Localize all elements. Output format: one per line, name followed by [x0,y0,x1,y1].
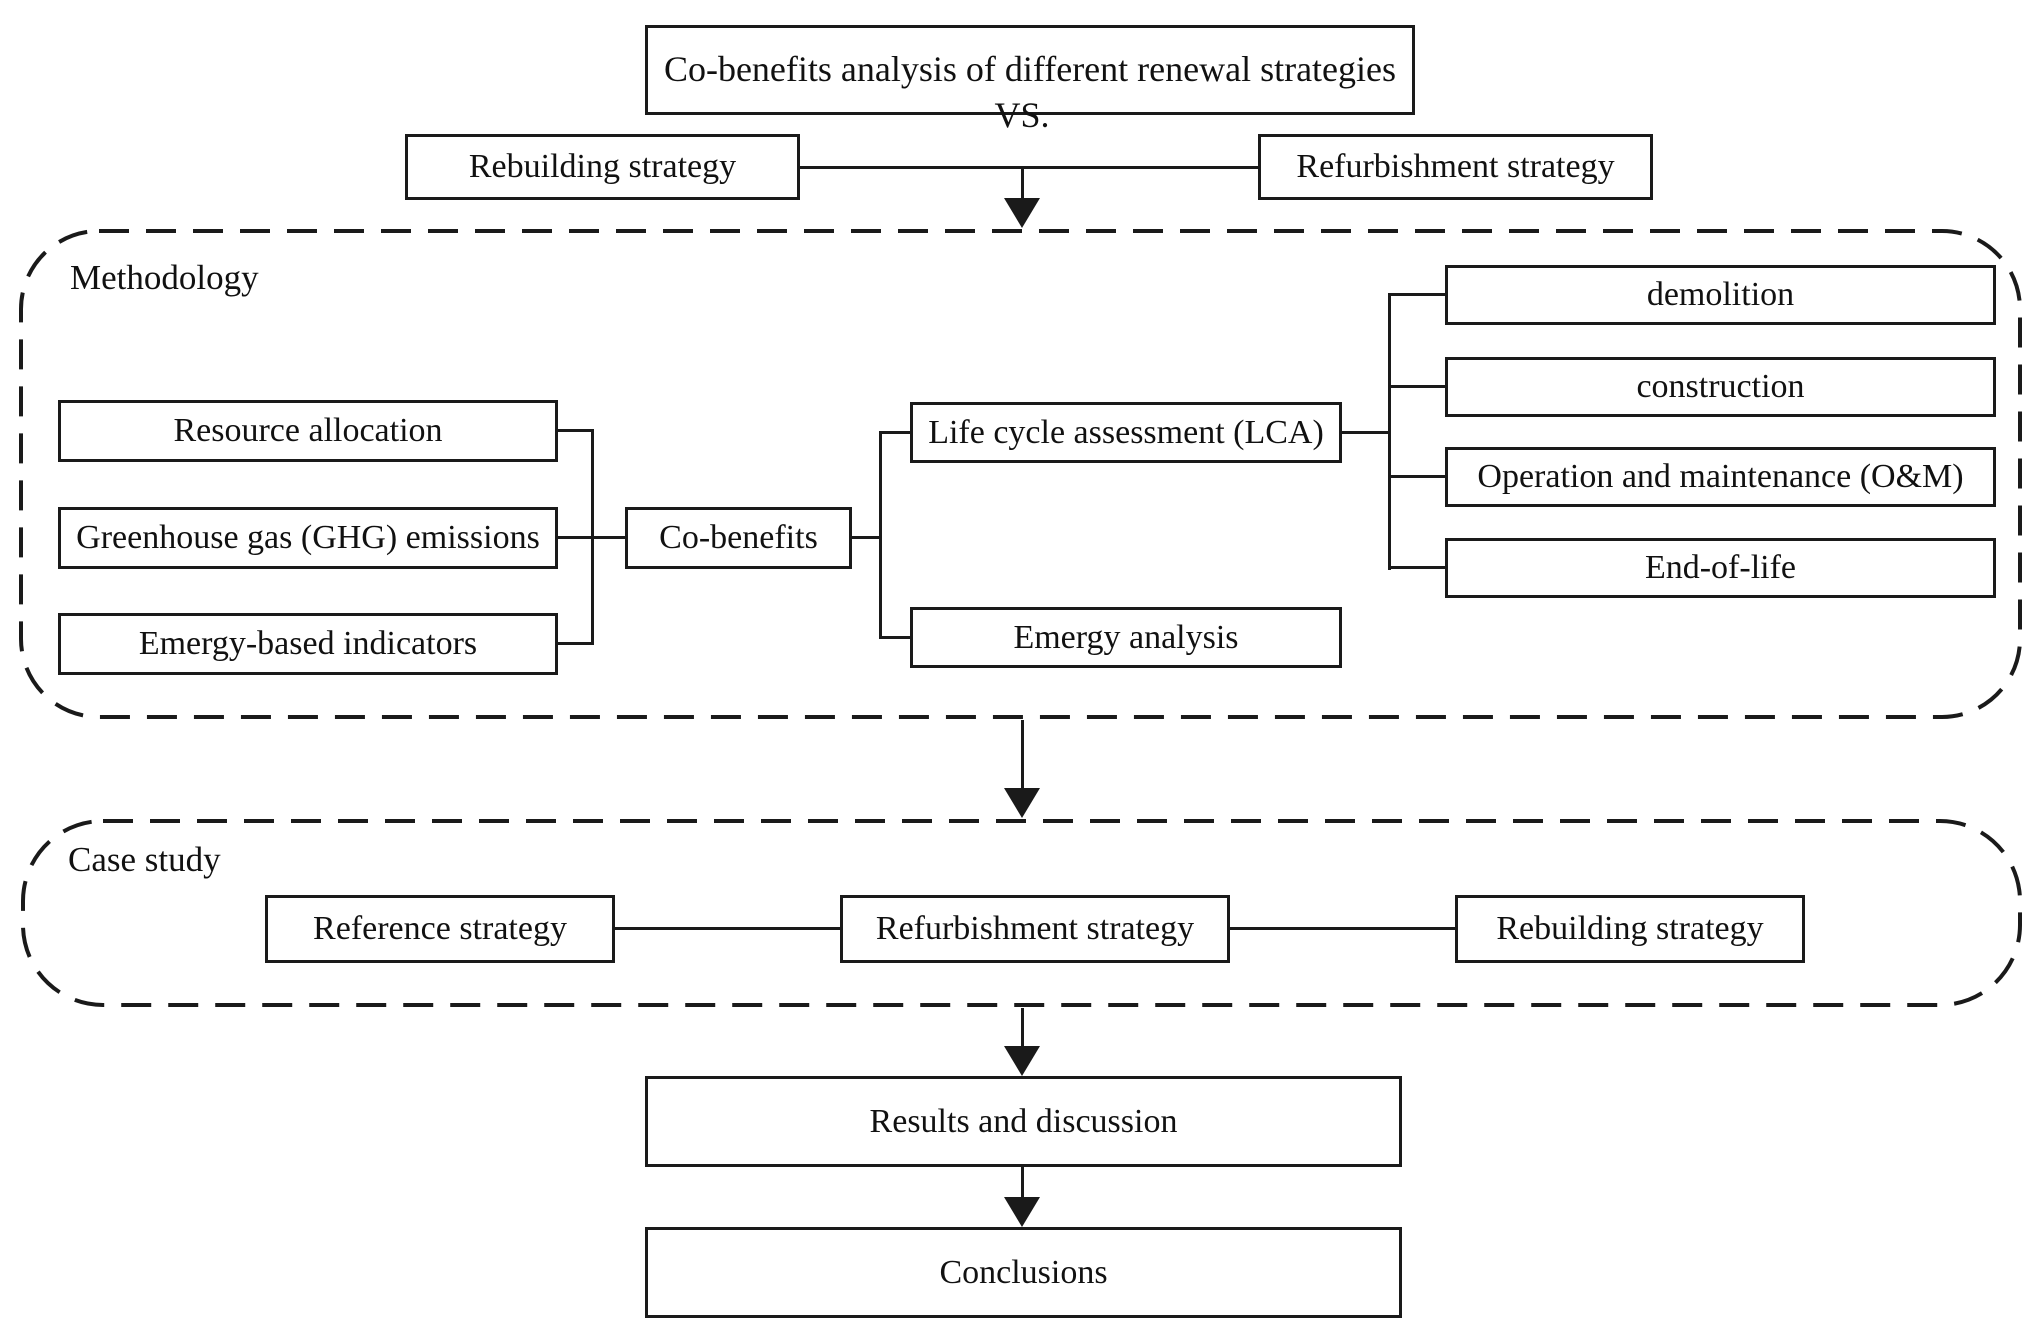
arrow-stem-to-case-study [1021,720,1024,790]
conclusions-box: Conclusions [645,1227,1402,1318]
connector-refurbishment-to-rebuilding [1230,927,1455,930]
arrow-stem-to-methodology [1021,166,1024,200]
left-bus-line [591,429,594,645]
methodology-label: Methodology [70,258,259,297]
connector-resource-to-bus [558,429,594,432]
down-arrow-icon [1004,198,1040,228]
connector-bus-to-om [1388,475,1445,478]
case-study-group-border [21,819,2022,1007]
title-box: Co-benefits analysis of different renewa… [645,25,1415,115]
refurbishment-strategy-box: Refurbishment strategy [1258,134,1653,200]
rebuilding-strategy-box: Rebuilding strategy [405,134,800,200]
case-refurbishment-strategy-box: Refurbishment strategy [840,895,1230,963]
comparison-connector-line [800,166,1258,169]
connector-lca-to-stages-bus [1342,431,1391,434]
stages-bus-line [1388,293,1391,570]
demolition-box: demolition [1445,265,1996,325]
emergy-analysis-box: Emergy analysis [910,607,1342,668]
connector-reference-to-refurbishment [615,927,840,930]
emergy-indicators-box: Emergy-based indicators [58,613,558,675]
connector-bus-to-demolition [1388,293,1445,296]
connector-bus-to-endoflife [1388,566,1445,569]
down-arrow-icon [1004,1197,1040,1227]
reference-strategy-box: Reference strategy [265,895,615,963]
results-box: Results and discussion [645,1076,1402,1167]
arrow-stem-to-conclusions [1021,1167,1024,1199]
co-benefits-box: Co-benefits [625,507,852,569]
case-study-label: Case study [68,840,221,879]
down-arrow-icon [1004,1046,1040,1076]
vs-label: VS. [994,95,1050,135]
resource-allocation-box: Resource allocation [58,400,558,462]
connector-bracket-to-lca [879,431,910,434]
methods-bracket-line [879,431,882,639]
lca-box: Life cycle assessment (LCA) [910,402,1342,463]
methodology-group-border [19,229,2022,719]
construction-box: construction [1445,357,1996,417]
connector-emergy-to-bus [558,642,594,645]
connector-bus-to-construction [1388,385,1445,388]
case-rebuilding-strategy-box: Rebuilding strategy [1455,895,1805,963]
ghg-emissions-box: Greenhouse gas (GHG) emissions [58,507,558,569]
operation-maintenance-box: Operation and maintenance (O&M) [1445,447,1996,507]
connector-bracket-to-emergy-analysis [879,636,910,639]
end-of-life-box: End-of-life [1445,538,1996,598]
connector-cobenefits-to-bracket [852,536,882,539]
down-arrow-icon [1004,788,1040,818]
arrow-stem-to-results [1021,1008,1024,1048]
